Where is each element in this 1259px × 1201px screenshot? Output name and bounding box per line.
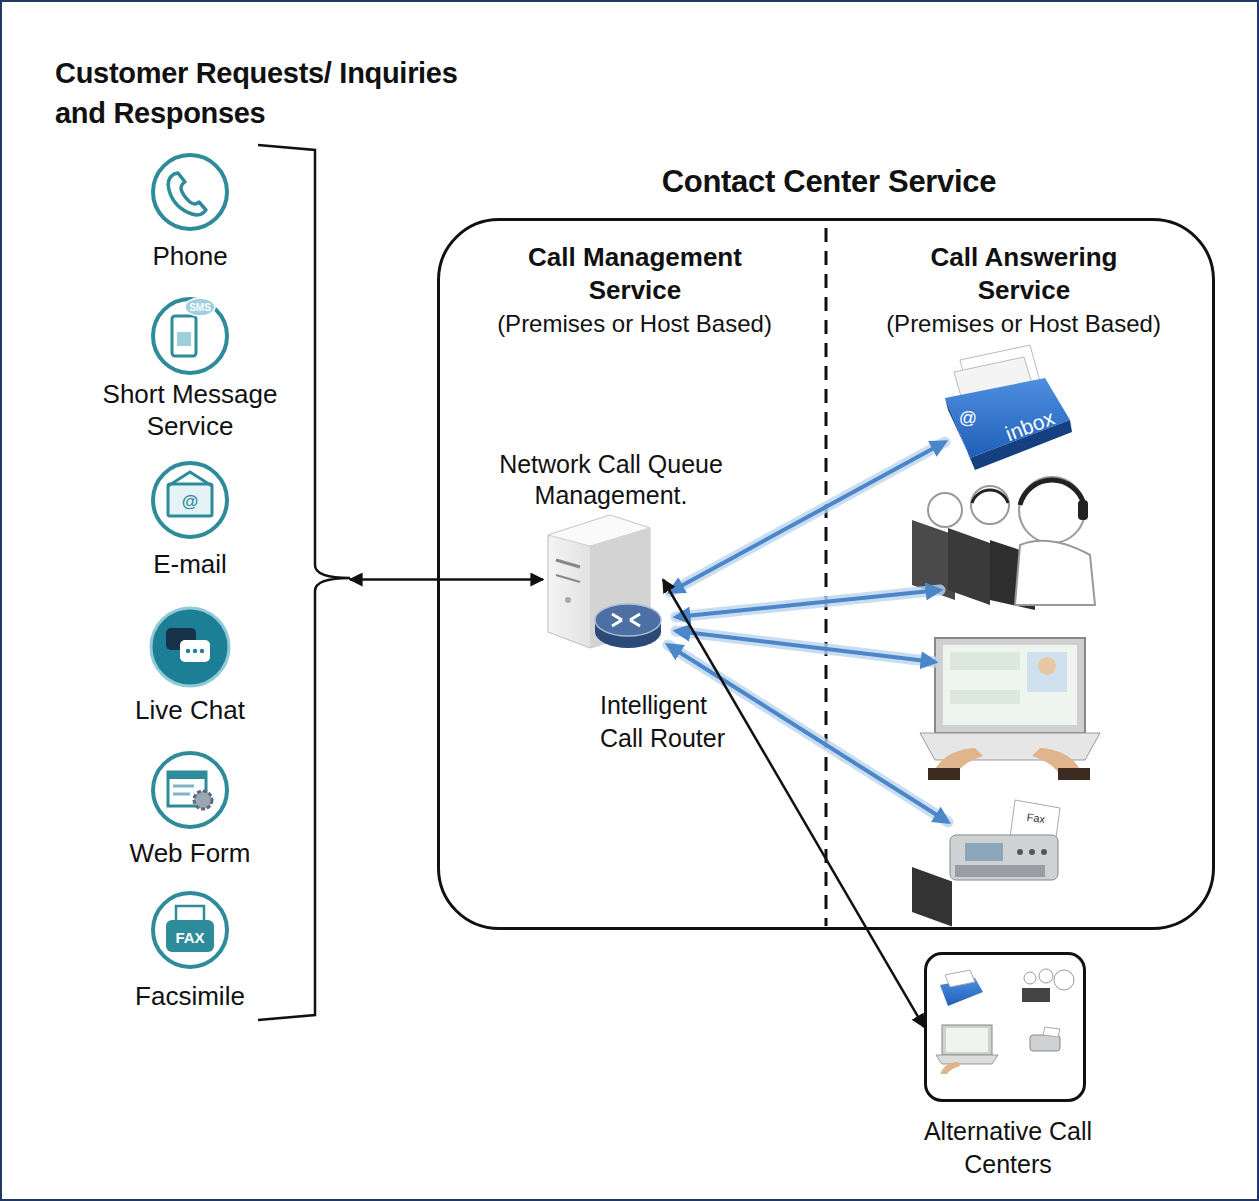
- laptop-icon: [920, 638, 1100, 780]
- service-panel: Call Answering Service(Premises or Host …: [829, 221, 1218, 933]
- icon-text: Fax: [1026, 811, 1046, 825]
- node-title: Alternative Call Centers: [877, 1115, 1139, 1181]
- node-title: Call Management Service: [505, 241, 765, 307]
- node-title: Phone: [90, 240, 290, 272]
- node-text: Intelligent Call Router: [600, 689, 750, 755]
- channel-item: E-mail: [90, 458, 290, 584]
- channel-item: Facsimile: [90, 888, 290, 1016]
- icon-symbol: @: [182, 492, 199, 512]
- node-title: Customer Requests/ Inquiries and Respons…: [55, 53, 475, 133]
- node-title: Call Answering Service: [894, 241, 1154, 307]
- channel-item: Short Message Service: [90, 294, 290, 446]
- email-glyph: [168, 472, 212, 516]
- alternative-centers-box: Alternative Call Centers: [924, 952, 1086, 1102]
- channel-item: Phone: [90, 150, 290, 276]
- node-title: Web Form: [90, 837, 290, 869]
- contact-center-box: Contact Center ServiceCall Management Se…: [437, 218, 1215, 930]
- live-chat-icon: [151, 608, 229, 686]
- phone-glyph: [168, 173, 206, 215]
- server-node: Network Call Queue Management.Intelligen…: [543, 511, 663, 648]
- server-illustration: [548, 515, 661, 648]
- fax-glyph: [166, 906, 214, 952]
- service-panel: Call Management Service(Premises or Host…: [440, 221, 829, 933]
- connector: [663, 580, 924, 1028]
- divider-line: [825, 228, 828, 926]
- webform-glyph: [168, 772, 212, 809]
- channel-group: Customer Requests/ Inquiries and Respons…: [50, 50, 350, 1030]
- channel-item: Web Form: [90, 748, 290, 873]
- sms-glyph: [172, 298, 215, 356]
- connector: [350, 579, 543, 580]
- node-title: E-mail: [90, 548, 290, 580]
- node-title: Live Chat: [90, 694, 290, 726]
- channel-item: Live Chat: [90, 605, 290, 730]
- inbox-icon: [945, 345, 1072, 470]
- bracket: [258, 145, 350, 1020]
- node-title: Contact Center Service: [440, 163, 1218, 201]
- node-text: (Premises or Host Based): [831, 309, 1216, 339]
- mini-icons: [936, 969, 1074, 1074]
- fax-machine-icon: [950, 800, 1060, 880]
- agents-icon: [912, 477, 1095, 926]
- icon-text: FAX: [175, 929, 204, 946]
- node-title: Short Message Service: [90, 378, 290, 442]
- icon-text: SMS: [189, 302, 211, 313]
- node-text: (Premises or Host Based): [442, 309, 827, 339]
- node-title: Network Call Queue Management.: [485, 449, 737, 511]
- node-title: Facsimile: [90, 980, 290, 1012]
- answer-arrows: [668, 442, 948, 822]
- icon-symbol: @: [959, 408, 977, 429]
- chat-glyph: [166, 628, 210, 662]
